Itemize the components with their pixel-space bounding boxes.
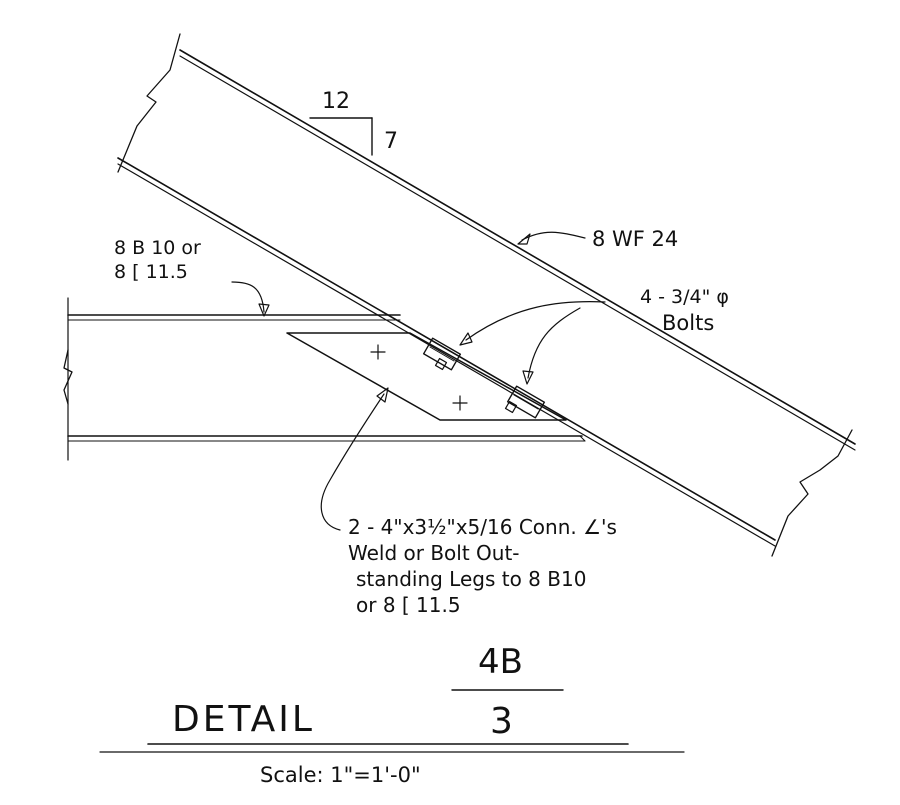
slope-run: 12: [322, 89, 350, 114]
slope-rise: 7: [384, 129, 398, 154]
arrow-head: [522, 370, 534, 385]
bolts-label-line2: Bolts: [662, 311, 714, 335]
angles-label-line3: standing Legs to 8 B10: [356, 567, 586, 591]
connection-angle: [286, 332, 567, 421]
detail-sheet: 3: [490, 701, 513, 742]
leader-angles: [320, 393, 385, 531]
arrow-head: [459, 332, 473, 346]
break-line-purlin: [63, 349, 73, 405]
cross-mark: [370, 344, 386, 360]
detail-title-block: 4B DETAIL 3 Scale: 1"=1'-0": [99, 642, 685, 787]
purlin-label-line2: 8 [ 11.5: [114, 261, 188, 283]
arrow-head: [258, 303, 270, 317]
angles-label-line2: Weld or Bolt Out-: [348, 541, 520, 565]
break-line-left: [117, 33, 181, 173]
purlin-label-line1: 8 B 10 or: [114, 237, 201, 259]
angles-label-line1: 2 - 4"x3½"x5/16 Conn. ∠'s: [348, 515, 617, 539]
arrow-head: [517, 233, 531, 245]
bolt-2: [504, 385, 546, 419]
leader-rafter: [521, 231, 586, 241]
detail-word: DETAIL: [172, 699, 315, 740]
angles-label-line4: or 8 [ 11.5: [356, 593, 461, 617]
bolts-label-line1: 4 - 3/4" φ: [640, 286, 729, 308]
leader-bolt-2: [527, 307, 581, 379]
bolt-1: [422, 337, 462, 371]
horizontal-purlin: [63, 297, 586, 461]
leader-bolt-1: [465, 301, 606, 341]
rafter-label: 8 WF 24: [592, 227, 678, 251]
slope-indicator: 12 7: [309, 89, 398, 156]
leader-purlin: [231, 281, 265, 313]
detail-number: 4B: [478, 642, 523, 682]
cross-mark: [452, 395, 468, 411]
break-line-right: [771, 429, 853, 557]
detail-scale: Scale: 1"=1'-0": [260, 763, 421, 787]
sloped-rafter: [117, 33, 856, 557]
arrow-head: [376, 387, 389, 403]
